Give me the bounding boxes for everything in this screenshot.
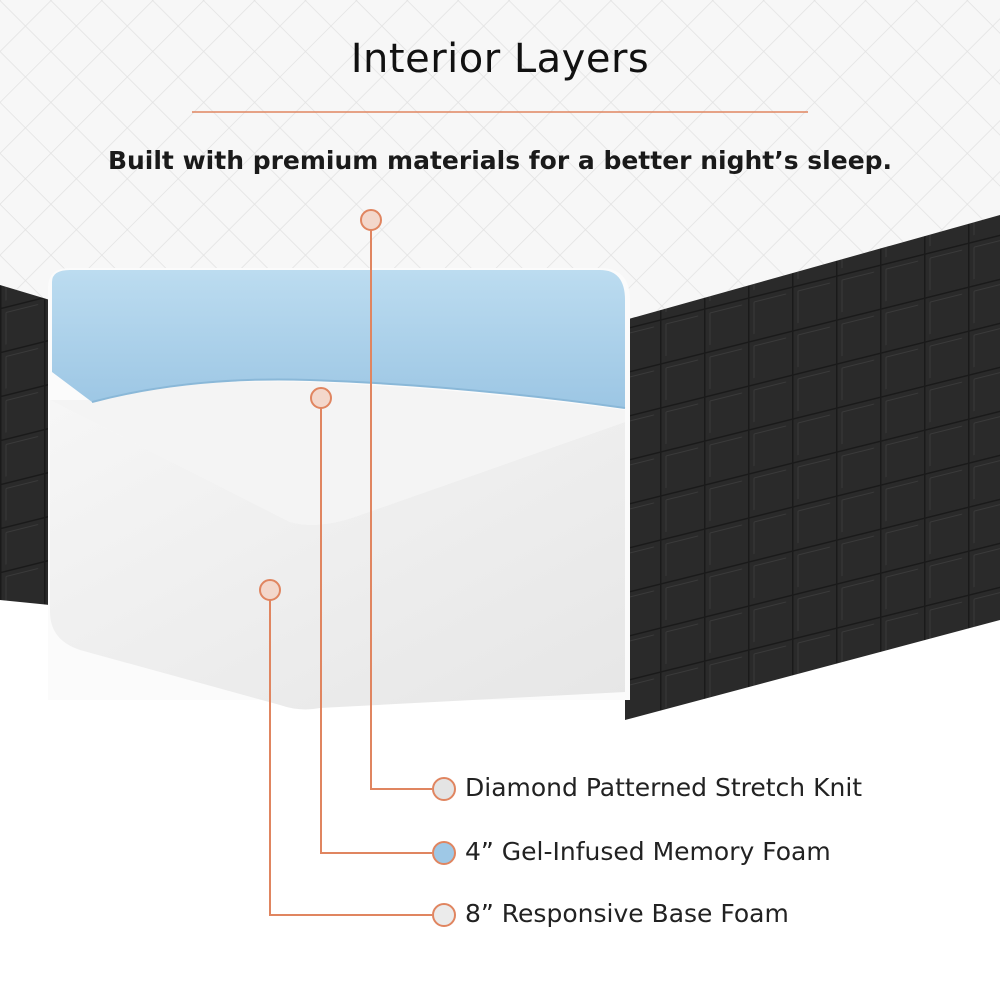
mattress-top-cover xyxy=(0,0,1000,318)
mattress-side-right xyxy=(625,215,1000,720)
gel-foam-layer xyxy=(52,270,625,408)
leader-line-knit xyxy=(370,220,432,790)
legend-label-base: 8” Responsive Base Foam xyxy=(465,899,789,928)
base-foam-layer xyxy=(50,400,625,710)
gel-foam-edge xyxy=(91,378,626,409)
page-title: Interior Layers xyxy=(350,36,650,82)
swatch-knit xyxy=(432,777,456,801)
leader-line-base xyxy=(269,590,432,916)
mattress-side-left xyxy=(0,285,50,605)
legend-label-gel: 4” Gel-Infused Memory Foam xyxy=(465,837,831,866)
marker-gel xyxy=(310,387,332,409)
swatch-gel xyxy=(432,841,456,865)
leader-line-gel xyxy=(320,398,432,854)
marker-base xyxy=(259,579,281,601)
marker-knit xyxy=(360,209,382,231)
swatch-base xyxy=(432,903,456,927)
legend-label-knit: Diamond Patterned Stretch Knit xyxy=(465,773,863,802)
page-subtitle: Built with premium materials for a bette… xyxy=(107,146,893,175)
base-foam-top-face xyxy=(50,381,625,525)
